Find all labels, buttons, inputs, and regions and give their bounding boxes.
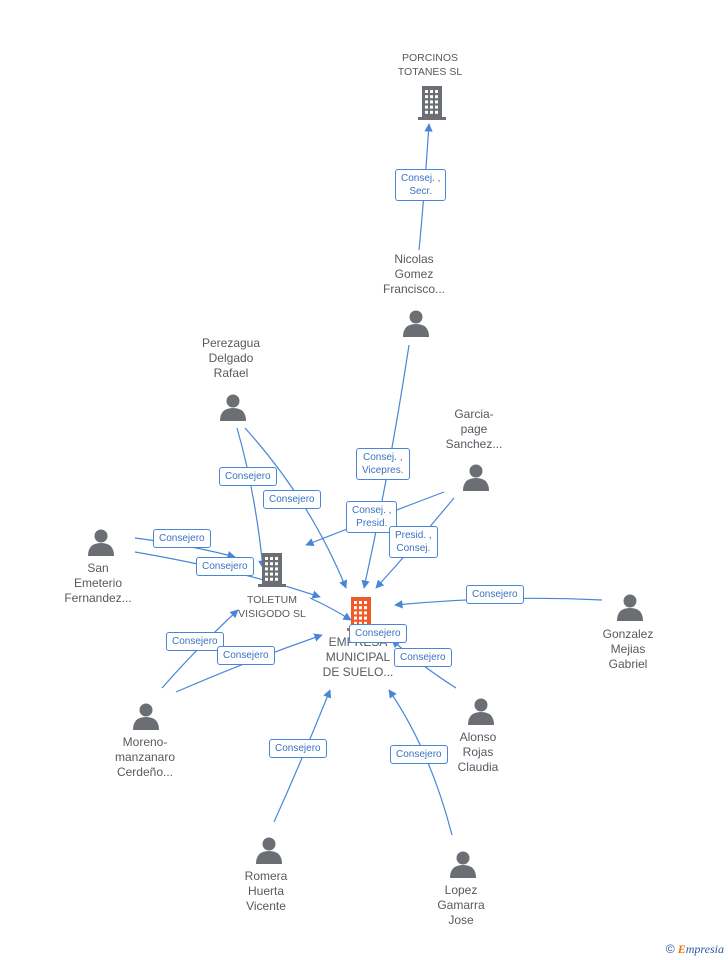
person-label-nicolas[interactable]: Nicolas Gomez Francisco... (382, 252, 445, 296)
person-icon-alonso[interactable] (466, 697, 496, 725)
edge-label-nicolas-porcinos[interactable]: Consej. , Secr. (395, 169, 447, 201)
edge-label-moreno-toletum[interactable]: Consejero (166, 632, 224, 651)
person-icon-lopez[interactable] (448, 850, 478, 878)
edge-label-san-emeterio-toletum[interactable]: Consejero (153, 529, 211, 548)
person-icon-garcia[interactable] (461, 463, 491, 491)
edge-label-alonso-empresa[interactable]: Consejero (394, 648, 452, 667)
person-label-moreno[interactable]: Moreno- manzanaro Cerdeño... (114, 735, 176, 779)
edge-label-garcia-empresa[interactable]: Presid. , Consej. (389, 526, 438, 558)
person-icon-gonzalez[interactable] (615, 593, 645, 621)
person-label-garcia[interactable]: Garcia- page Sanchez... (445, 407, 503, 451)
company-icon-toletum[interactable] (256, 553, 288, 587)
edge-label-lopez-empresa[interactable]: Consejero (390, 745, 448, 764)
company-label-porcinos[interactable]: PORCINOS TOTANES SL (397, 52, 463, 78)
person-icon-san-emeterio[interactable] (86, 528, 116, 556)
edge-toletum-empresa (309, 597, 352, 621)
company-label-toletum[interactable]: TOLETUM VISIGODO SL (238, 594, 306, 620)
edge-perezagua-toletum (236, 427, 267, 569)
edge-label-romera-empresa[interactable]: Consejero (269, 739, 327, 758)
edge-romera-empresa (273, 689, 332, 823)
edge-label-gonzalez-empresa[interactable]: Consejero (466, 585, 524, 604)
brand-footer[interactable]: ©Empresia (665, 942, 724, 956)
copyright-icon: © (665, 942, 675, 956)
edge-label-perezagua-empresa[interactable]: Consejero (263, 490, 321, 509)
edge-label-garcia-toletum[interactable]: Consej. , Presid. (346, 501, 398, 533)
person-icon-romera[interactable] (254, 836, 284, 864)
edge-label-perezagua-toletum[interactable]: Consejero (219, 467, 277, 486)
person-label-romera[interactable]: Romera Huerta Vicente (244, 869, 288, 913)
person-label-gonzalez[interactable]: Gonzalez Mejias Gabriel (602, 627, 654, 671)
company-icon-porcinos[interactable] (416, 86, 448, 120)
edge-label-san-emeterio-empresa[interactable]: Consejero (196, 557, 254, 576)
person-label-lopez[interactable]: Lopez Gamarra Jose (437, 883, 485, 927)
edge-label-moreno-empresa[interactable]: Consejero (217, 646, 275, 665)
person-icon-perezagua[interactable] (218, 393, 248, 421)
edge-label-toletum-empresa[interactable]: Consejero (349, 624, 407, 643)
person-label-alonso[interactable]: Alonso Rojas Claudia (457, 730, 499, 774)
edge-label-nicolas-empresa[interactable]: Consej. , Vicepres. (356, 448, 410, 480)
person-label-perezagua[interactable]: Perezagua Delgado Rafael (201, 336, 261, 380)
person-label-san-emeterio[interactable]: San Emeterio Fernandez... (64, 561, 132, 605)
person-icon-moreno[interactable] (131, 702, 161, 730)
person-icon-nicolas[interactable] (401, 309, 431, 337)
